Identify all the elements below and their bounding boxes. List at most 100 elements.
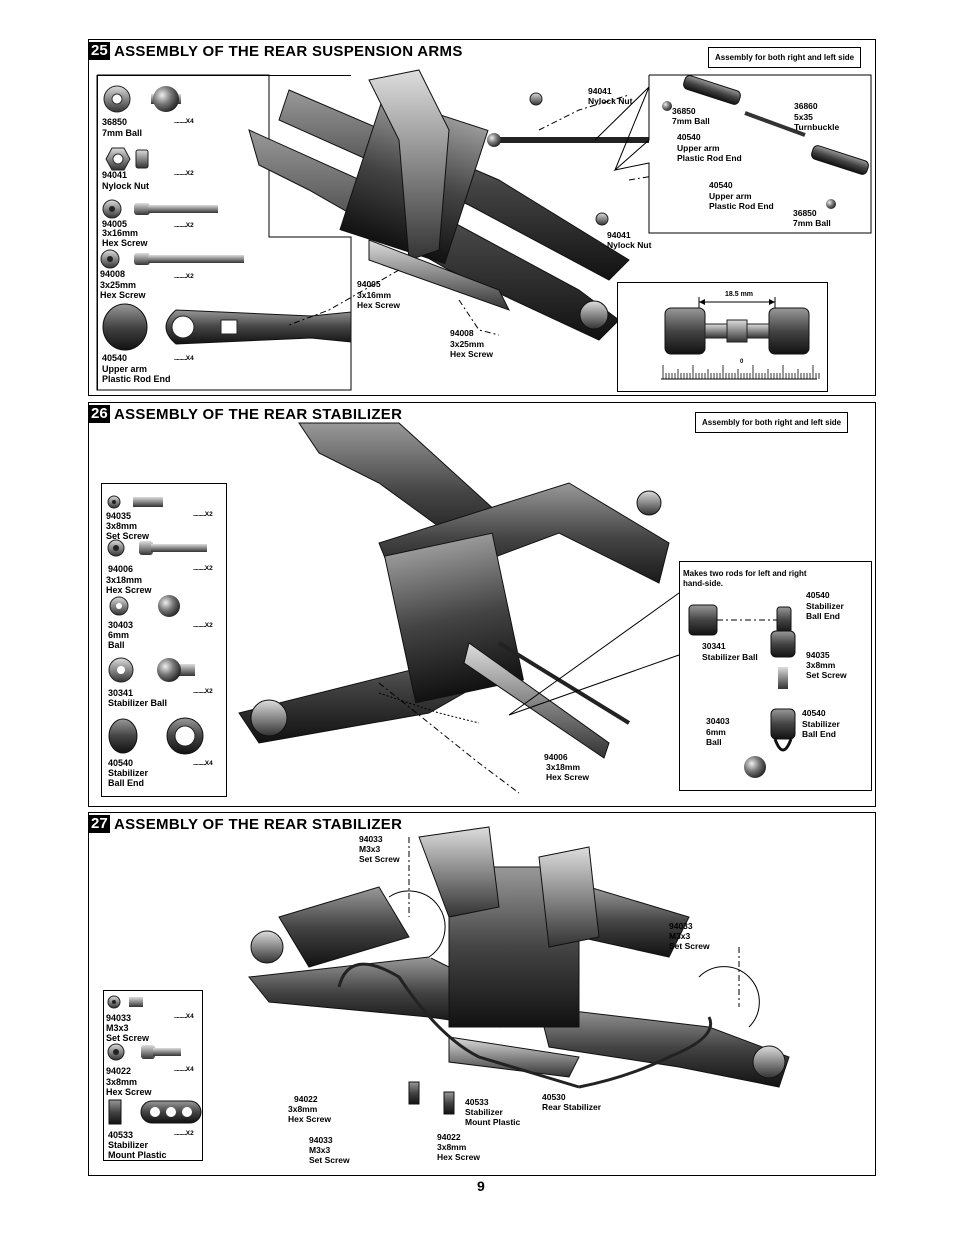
parts-list-outline [96, 74, 352, 391]
detail-code: 30403 [706, 716, 730, 726]
detail-name: Upper arm [709, 191, 752, 201]
part-qty: X4 [174, 1013, 194, 1020]
part-name: Stabilizer [108, 768, 149, 778]
part-name: 7mm Ball [102, 128, 143, 138]
detail-name-2: Ball End [806, 611, 841, 621]
rear-suspension-drawing [248, 69, 700, 341]
detail-note: Makes two rods for left and right [683, 569, 807, 578]
callout-code: 94022 [437, 1132, 461, 1142]
callout-name: 3x16mm [357, 290, 392, 300]
part-name-2: Set Screw [106, 1033, 150, 1043]
part-name: 3x16mm [102, 228, 139, 238]
part-name-2: Hex Screw [106, 585, 152, 595]
part-qty: X4 [193, 760, 213, 767]
callout-lines [508, 592, 680, 716]
part-qty: X2 [193, 688, 213, 695]
callout-code: 94008 [450, 328, 474, 338]
part-qty: X2 [193, 511, 213, 518]
callout-name: M3x3 [669, 931, 691, 941]
part-name: 6mm [108, 630, 130, 640]
detail-name-2: Set Screw [806, 670, 847, 680]
callout-code: 40530 [542, 1092, 566, 1102]
callout-code: 94005 [357, 279, 381, 289]
callout-code: 94033 [669, 921, 693, 931]
detail-code: 30341 [702, 641, 726, 651]
gauge-measure: 18.5 mm [725, 291, 754, 298]
step-25-panel: 25 ASSEMBLY OF THE REAR SUSPENSION ARMS … [88, 39, 876, 396]
detail-name-2: Turnbuckle [794, 122, 840, 132]
assembly-note: Assembly for both right and left side [708, 47, 862, 68]
part-code: 94008 [100, 269, 126, 279]
step-number: 26 [89, 405, 110, 423]
gauge-zero: 0 [740, 359, 744, 365]
part-name-2: Set Screw [106, 531, 150, 541]
callout-name: 3x8mm [437, 1142, 467, 1152]
six-mm-ball-icon [744, 756, 766, 778]
hex-screw-icon [107, 1043, 181, 1061]
rod-end-icon [102, 303, 352, 351]
callout-code: 94041 [607, 230, 631, 240]
rear-stabilizer-drawing [238, 422, 670, 794]
detail-name-2: Plastic Rod End [709, 201, 774, 211]
ball-icon [109, 595, 180, 617]
callout-name-2: Hex Screw [357, 300, 400, 310]
part-name-2: Hex Screw [106, 1087, 152, 1097]
part-name: Nylock Nut [102, 181, 150, 191]
step-number: 25 [89, 42, 110, 60]
rod-assembly-detail [679, 561, 872, 791]
callout-name-2: Mount Plastic [465, 1117, 521, 1127]
detail-name: 7mm Ball [672, 116, 710, 126]
callout-code: 94033 [359, 834, 383, 844]
part-name: 3x8mm [106, 521, 138, 531]
detail-note-2: hand-side. [683, 579, 724, 588]
part-code: 94005 [102, 219, 128, 229]
callout-code: 94041 [588, 86, 612, 96]
callout-name-2: Set Screw [669, 941, 710, 951]
ball-icon [151, 86, 181, 112]
hex-screw-icon [100, 249, 244, 269]
hex-nut-icon [105, 147, 149, 171]
part-code: 94006 [108, 564, 134, 574]
callout-name-2: Set Screw [359, 854, 400, 864]
detail-name-2: Ball [706, 737, 722, 747]
callout-code: 94033 [309, 1135, 333, 1145]
part-qty: X2 [174, 170, 194, 177]
part-name: 3x18mm [106, 575, 143, 585]
step-title: ASSEMBLY OF THE REAR STABILIZER [114, 816, 403, 833]
part-name-2: Hex Screw [102, 238, 148, 248]
part-name: Stabilizer Ball [108, 698, 168, 708]
callout-name-2: Hex Screw [437, 1152, 480, 1162]
part-qty: X4 [174, 1066, 194, 1073]
part-name-2: Plastic Rod End [102, 374, 171, 384]
part-code: 94035 [106, 511, 132, 521]
part-code: 94041 [102, 170, 128, 180]
callout-name: Nylock Nut [588, 96, 633, 106]
part-qty: X2 [193, 565, 213, 572]
detail-code: 36850 [672, 106, 696, 116]
part-code: 94022 [106, 1066, 132, 1076]
part-name: M3x3 [106, 1023, 129, 1033]
part-code: 36850 [102, 117, 128, 127]
detail-code: 36860 [794, 101, 818, 111]
part-code: 40540 [102, 353, 128, 363]
callout-name: 3x25mm [450, 339, 485, 349]
stabilizer-ball-detail-icon [688, 604, 792, 636]
part-name-2: Ball End [108, 778, 145, 788]
page-number: 9 [477, 1178, 485, 1194]
part-name-2: Ball [108, 640, 125, 650]
callout-name: 3x8mm [288, 1104, 318, 1114]
callout-name-2: Hex Screw [546, 772, 589, 782]
callout-name-2: Hex Screw [288, 1114, 331, 1124]
part-code: 40533 [108, 1130, 134, 1140]
step-27-panel: 27 ASSEMBLY OF THE REAR STABILIZER 94033… [88, 812, 876, 1176]
turnbuckle-gauge-drawing [661, 297, 820, 380]
callout-name: Rear Stabilizer [542, 1102, 602, 1112]
part-qty: X4 [174, 118, 194, 125]
detail-code: 40540 [806, 590, 830, 600]
callout-name: M3x3 [309, 1145, 331, 1155]
detail-code: 40540 [677, 132, 701, 142]
detail-name-2: Plastic Rod End [677, 153, 742, 163]
detail-name-2: Ball End [802, 729, 837, 739]
part-code: 94033 [106, 1013, 132, 1023]
detail-code: 40540 [709, 180, 733, 190]
